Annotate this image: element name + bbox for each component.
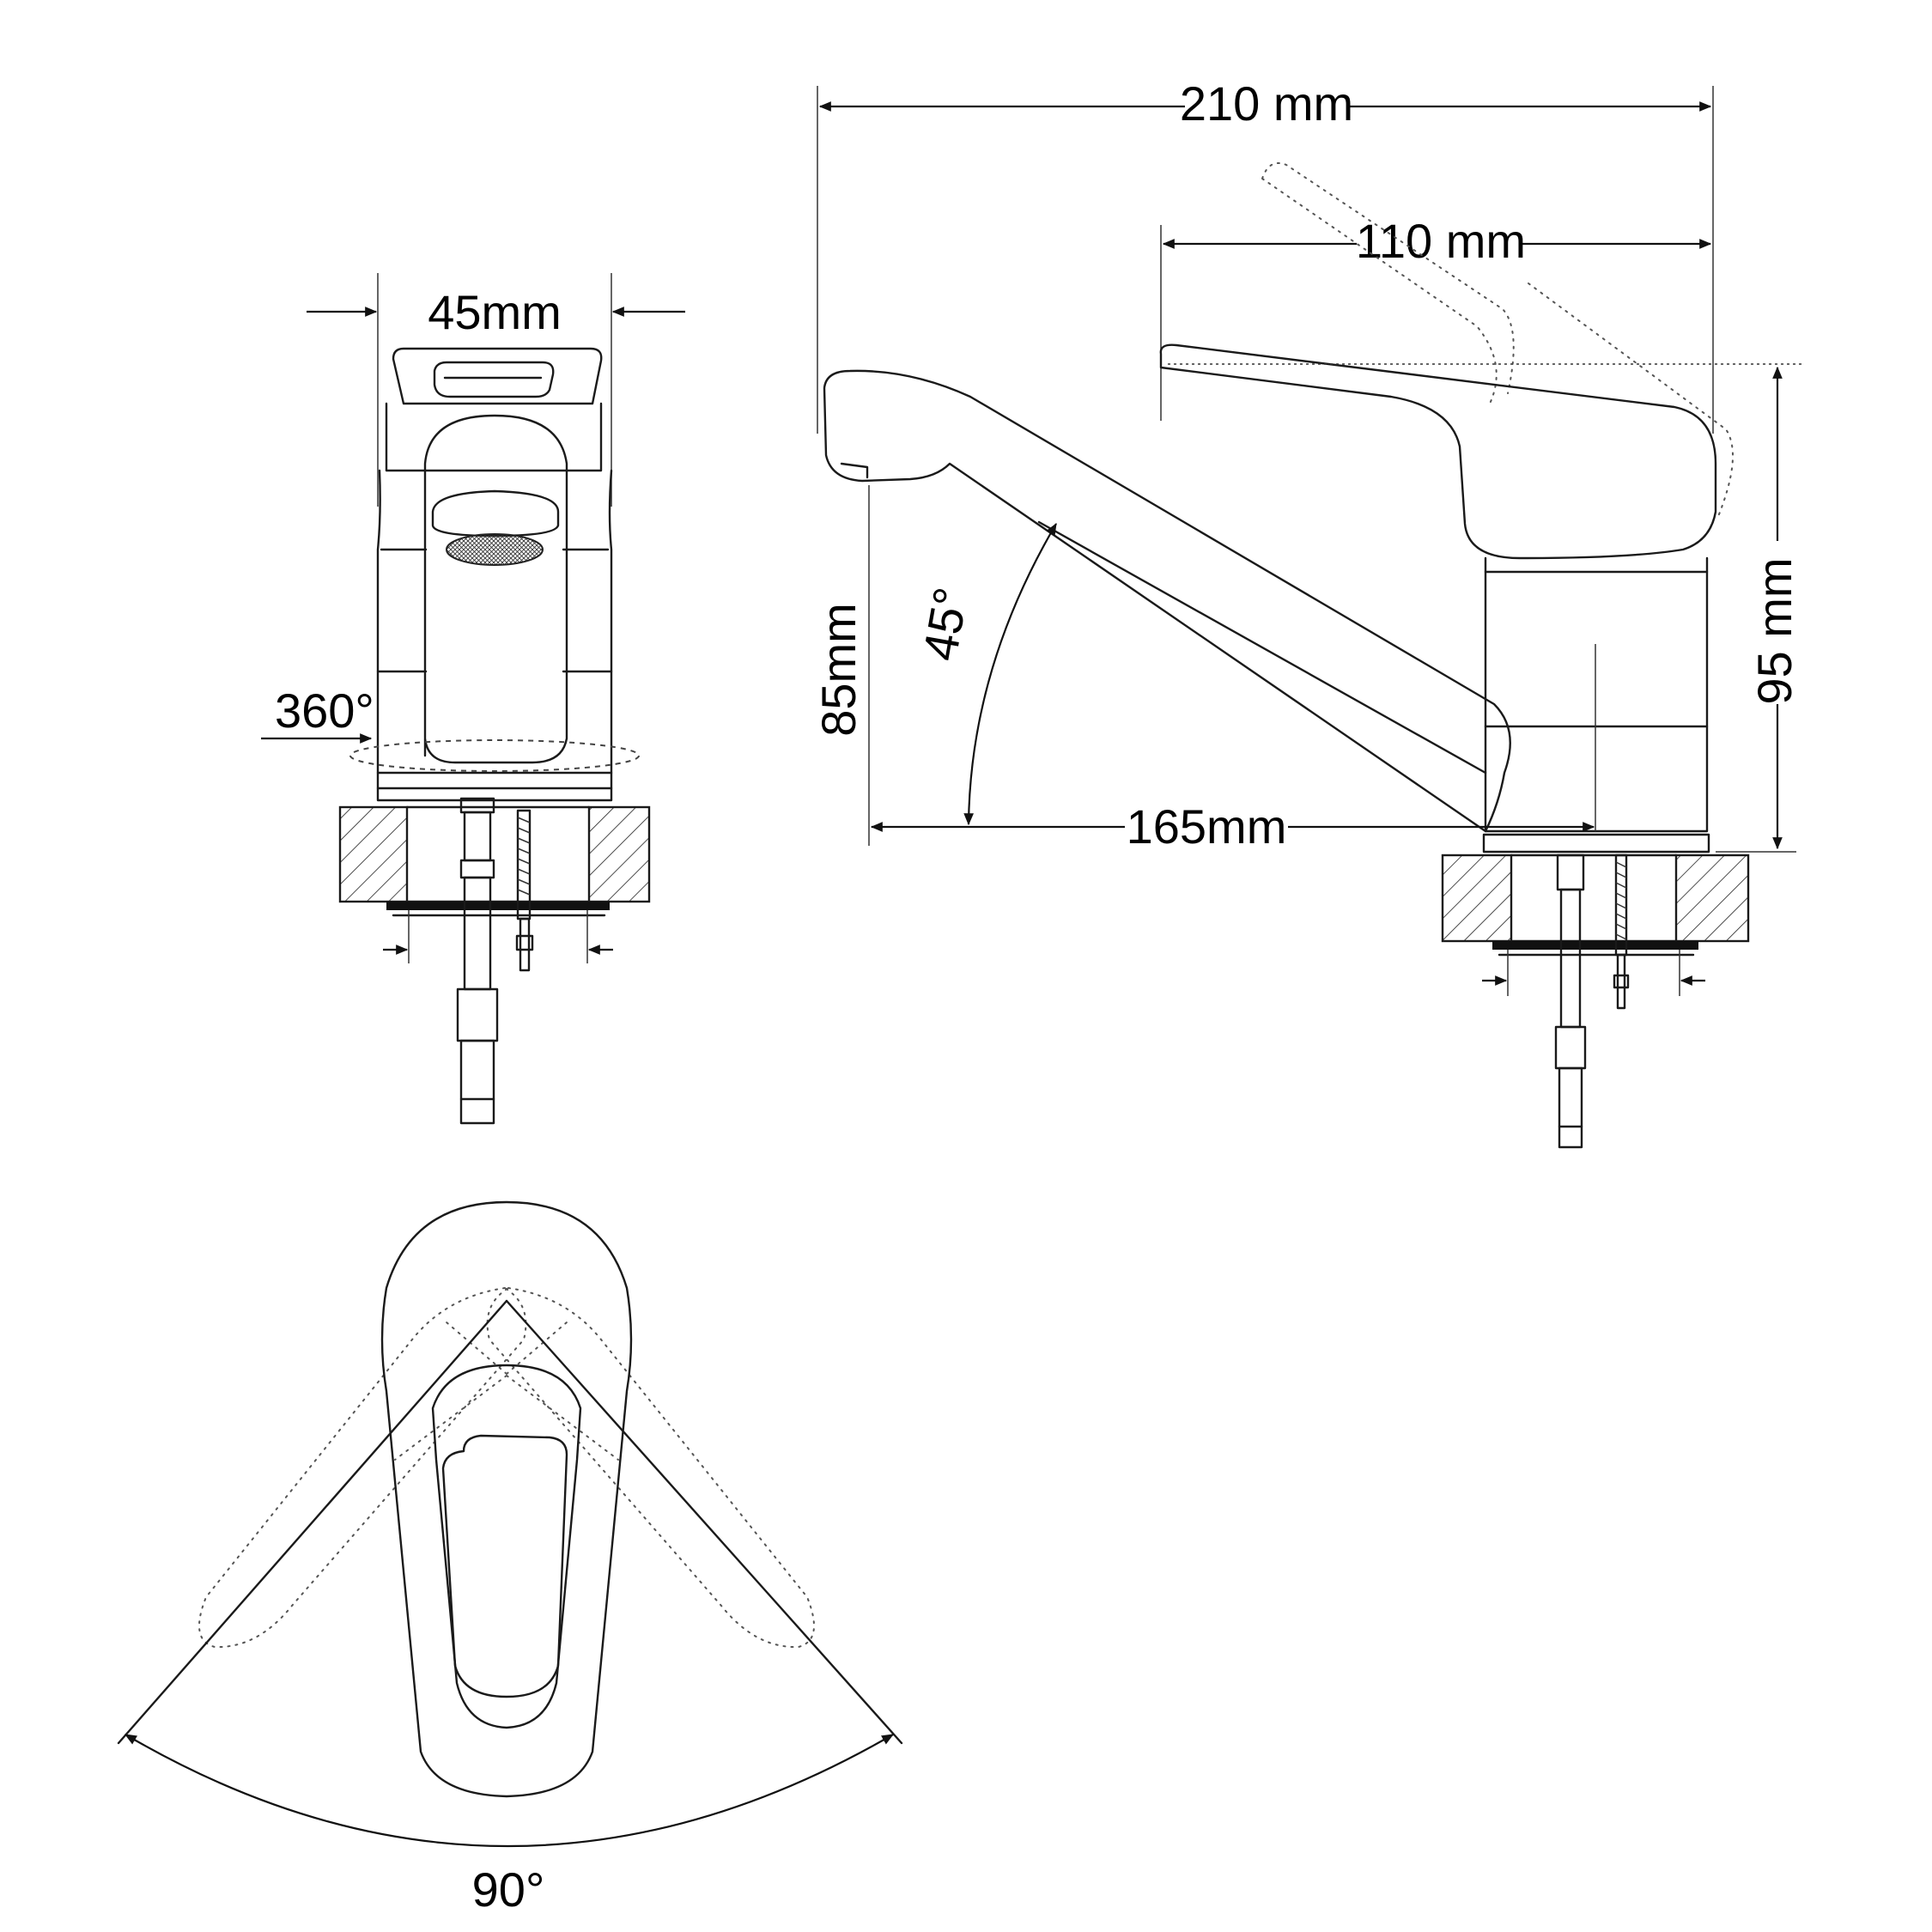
lever-length-label: 110 mm (1356, 214, 1526, 268)
rotation-label: 360° (275, 683, 374, 738)
side-view: 210 mm 110 mm (811, 76, 1803, 1149)
front-spout (423, 414, 568, 764)
front-hoses (456, 797, 534, 1125)
side-spout (823, 369, 1511, 833)
lever-right-position (486, 1286, 815, 1649)
spout-reach-dimension: 165mm (870, 799, 1595, 854)
lever-length-dimension: 110 mm (1160, 214, 1712, 421)
front-body (376, 469, 613, 775)
spout-angle-dimension: 45° (912, 522, 1057, 826)
spout-angle-label: 45° (912, 583, 978, 664)
front-width-dimension: 45mm (307, 273, 685, 507)
front-view: 45mm 360° (261, 273, 685, 1125)
total-length-label: 210 mm (1180, 76, 1353, 131)
lever-left-position (198, 1286, 527, 1649)
total-height-dimension: 95 mm (1716, 366, 1801, 853)
side-countertop (1441, 854, 1750, 996)
swing-arc (124, 1734, 895, 1848)
front-width-label: 45mm (428, 285, 562, 339)
spout-reach-label: 165mm (1127, 799, 1287, 854)
top-view: 90° (117, 1200, 903, 1917)
lever-swing-label: 90° (472, 1862, 545, 1917)
side-lever (1159, 343, 1717, 560)
front-lever (385, 347, 603, 472)
lever-raised-outline (1261, 162, 1515, 404)
spout-height-dimension: 85mm (811, 485, 870, 846)
side-hoses (1554, 854, 1630, 1149)
total-height-label: 95 mm (1747, 557, 1801, 704)
top-body (380, 1200, 633, 1798)
side-body (1482, 556, 1710, 854)
total-length-dimension: 210 mm (817, 76, 1714, 434)
front-countertop (338, 805, 651, 963)
spout-height-label: 85mm (811, 603, 866, 737)
rotation-indicator: 360° (261, 683, 640, 772)
